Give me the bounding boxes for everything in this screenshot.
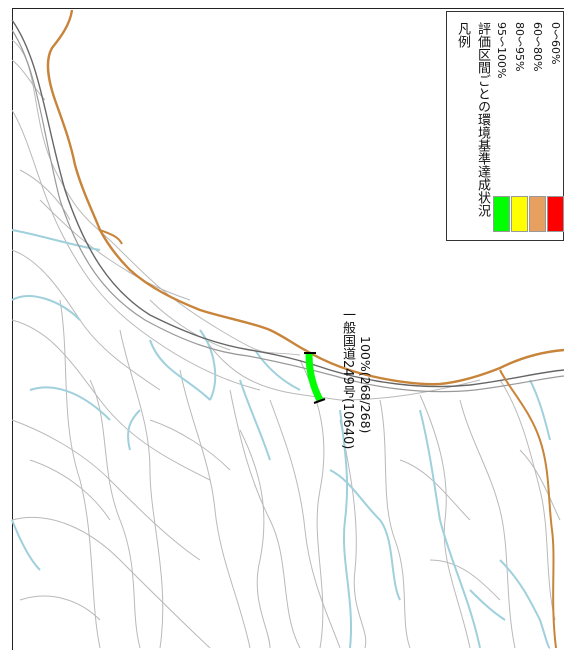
legend-subtitle: 評価区間ごとの環境基準達成状況	[475, 22, 490, 217]
legend-swatch-yellow	[511, 196, 528, 232]
legend-range-label: 0～60%	[549, 22, 562, 65]
railway-line	[11, 19, 564, 388]
boundary-line	[499, 369, 557, 649]
road-network	[11, 39, 561, 649]
coastline-inlet	[99, 229, 123, 245]
road-segment-highlight[interactable]	[305, 353, 324, 402]
river-network	[11, 229, 551, 649]
coastline	[46, 9, 564, 386]
legend-range-label: 95～100%	[495, 22, 508, 79]
legend: 凡例 評価区間ごとの環境基準達成状況 95～100% 80～95% 60～80%…	[446, 11, 564, 241]
legend-swatch-red	[547, 196, 564, 232]
legend-swatch-orange	[529, 196, 546, 232]
legend-swatch-green	[493, 196, 510, 232]
road-name-label: 一般国道249号(10640)	[340, 308, 355, 450]
legend-range-label: 60～80%	[531, 22, 544, 72]
legend-title: 凡例	[455, 22, 470, 48]
road-achievement-label: 100%(268/268)	[358, 336, 373, 434]
trunk-road	[11, 29, 564, 393]
segment-end-tick	[313, 398, 326, 404]
legend-range-label: 80～95%	[513, 22, 526, 72]
map-frame	[12, 8, 564, 650]
